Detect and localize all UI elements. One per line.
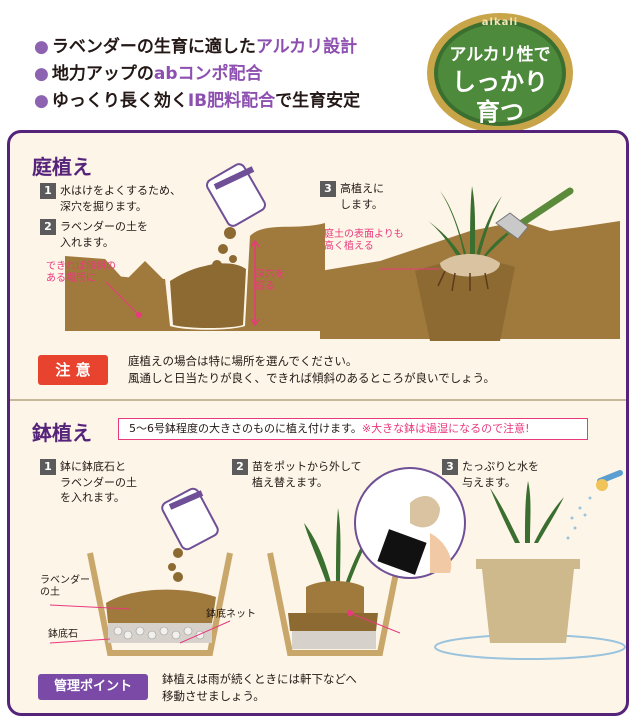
garden-title: 庭植え (32, 155, 92, 179)
pot-watering-illustration (434, 470, 626, 660)
slope-label: できれば傾斜のある場所に (46, 261, 116, 284)
caution-badge: 注 意 (38, 355, 108, 385)
pot-size-note: 5〜6号鉢程度の大きさのものに植え付けます。※大きな鉢は過湿になるので注意! (118, 418, 588, 440)
net-label: 鉢底ネット (206, 609, 256, 620)
pot-title: 鉢植え (32, 421, 92, 445)
garden-raised-illustration (320, 186, 620, 341)
caution-text: 庭植えの場合は特に場所を選んでください。風通しと日当たりが良く、できれば傾斜のあ… (128, 354, 495, 385)
dig-label: 深穴を掘る (255, 269, 285, 292)
section-divider (10, 399, 626, 401)
stone-label: 鉢底石 (48, 629, 78, 640)
feature-item: ●ゆっくり長く効くIB肥料配合で生育安定 (34, 91, 361, 111)
pot-fill-illustration (49, 487, 233, 656)
alkali-badge: alkali アルカリ性で しっかり 育つ (425, 10, 575, 136)
pot-transplant-illustration (267, 467, 466, 656)
feature-list: ●ラベンダーの生育に適したアルカリ設計 ●地力アップのabコンポ配合 ●ゆっくり… (34, 34, 360, 115)
management-point-text: 鉢植えは雨が続くときには軒下などへ移動させましょう。 (162, 672, 357, 703)
garden-dig-illustration (65, 163, 325, 331)
management-point-badge: 管理ポイント (38, 674, 148, 700)
feature-item: ●ラベンダーの生育に適したアルカリ設計 (34, 37, 358, 57)
raised-label: 庭土の表面よりも高く植える (324, 229, 404, 252)
soil-label: ラベンダーの土 (40, 575, 90, 598)
feature-item: ●地力アップのabコンポ配合 (34, 64, 263, 84)
